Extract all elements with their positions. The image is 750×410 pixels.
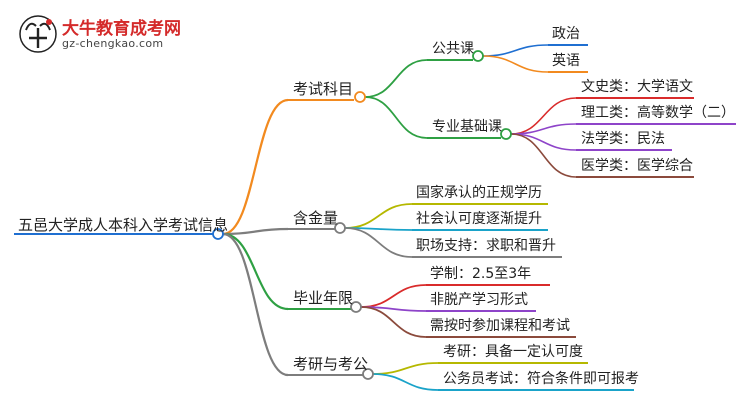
child-connector xyxy=(344,203,413,229)
leaf-english[interactable]: 英语 xyxy=(552,53,580,69)
branch-connector xyxy=(222,232,289,377)
child-connector xyxy=(360,306,427,338)
collapse-knob xyxy=(350,301,362,313)
root-topic[interactable]: 五邑大学成人本科入学考试信息 xyxy=(18,216,229,234)
leaf-civil-service[interactable]: 公务员考试：符合条件即可报考 xyxy=(443,371,639,387)
leaf-law[interactable]: 法学类：民法 xyxy=(581,131,665,147)
leaf-part-time[interactable]: 非脱产学习形式 xyxy=(430,292,528,308)
collapse-knob xyxy=(472,50,484,62)
leaf-duration[interactable]: 学制：2.5至3年 xyxy=(430,266,532,282)
child-connector xyxy=(360,284,427,308)
branch-exam-subjects[interactable]: 考试科目 xyxy=(293,80,354,98)
collapse-knob xyxy=(362,368,374,380)
leaf-attendance[interactable]: 需按时参加课程和考试 xyxy=(430,318,570,334)
leaf-liberal-arts[interactable]: 文史类：大学语文 xyxy=(581,79,693,95)
node-major-basic-courses[interactable]: 专业基础课 xyxy=(432,119,502,135)
leaf-medicine[interactable]: 医学类：医学综合 xyxy=(581,158,693,174)
collapse-knob xyxy=(500,128,512,140)
child-connector xyxy=(364,59,428,98)
ox-logo-icon xyxy=(19,15,57,53)
child-connector xyxy=(372,362,439,375)
leaf-connector xyxy=(510,97,577,135)
leaf-social-recognition[interactable]: 社会认可度逐渐提升 xyxy=(416,211,542,227)
leaf-connector xyxy=(482,55,549,73)
logo-name: 大牛教育成考网 xyxy=(62,19,181,39)
node-public-courses[interactable]: 公共课 xyxy=(432,41,474,57)
logo-site-url: gz-chengkao.com xyxy=(62,37,164,50)
root-knob xyxy=(212,228,224,240)
branch-connector xyxy=(222,98,289,236)
leaf-connector xyxy=(482,44,549,57)
site-logo: 大牛教育成考网 gz-chengkao.com xyxy=(18,12,208,58)
leaf-connector xyxy=(510,133,577,178)
leaf-connector xyxy=(510,133,577,151)
branch-connector xyxy=(222,232,289,311)
child-connector xyxy=(344,227,413,258)
branch-graduation-years[interactable]: 毕业年限 xyxy=(293,289,354,307)
leaf-science-engineering[interactable]: 理工类：高等数学（二） xyxy=(581,105,735,121)
collapse-knob xyxy=(354,91,366,103)
branch-value[interactable]: 含金量 xyxy=(293,209,339,227)
child-connector xyxy=(364,96,428,139)
child-connector xyxy=(372,373,439,391)
leaf-career-support[interactable]: 职场支持：求职和晋升 xyxy=(416,238,556,254)
branch-connector xyxy=(222,227,289,236)
branch-postgrad-civil-service[interactable]: 考研与考公 xyxy=(293,355,369,373)
leaf-postgrad[interactable]: 考研：具备一定认可度 xyxy=(443,344,583,360)
leaf-politics[interactable]: 政治 xyxy=(552,26,580,42)
leaf-recognized-degree[interactable]: 国家承认的正规学历 xyxy=(416,185,542,201)
collapse-knob xyxy=(334,222,346,234)
